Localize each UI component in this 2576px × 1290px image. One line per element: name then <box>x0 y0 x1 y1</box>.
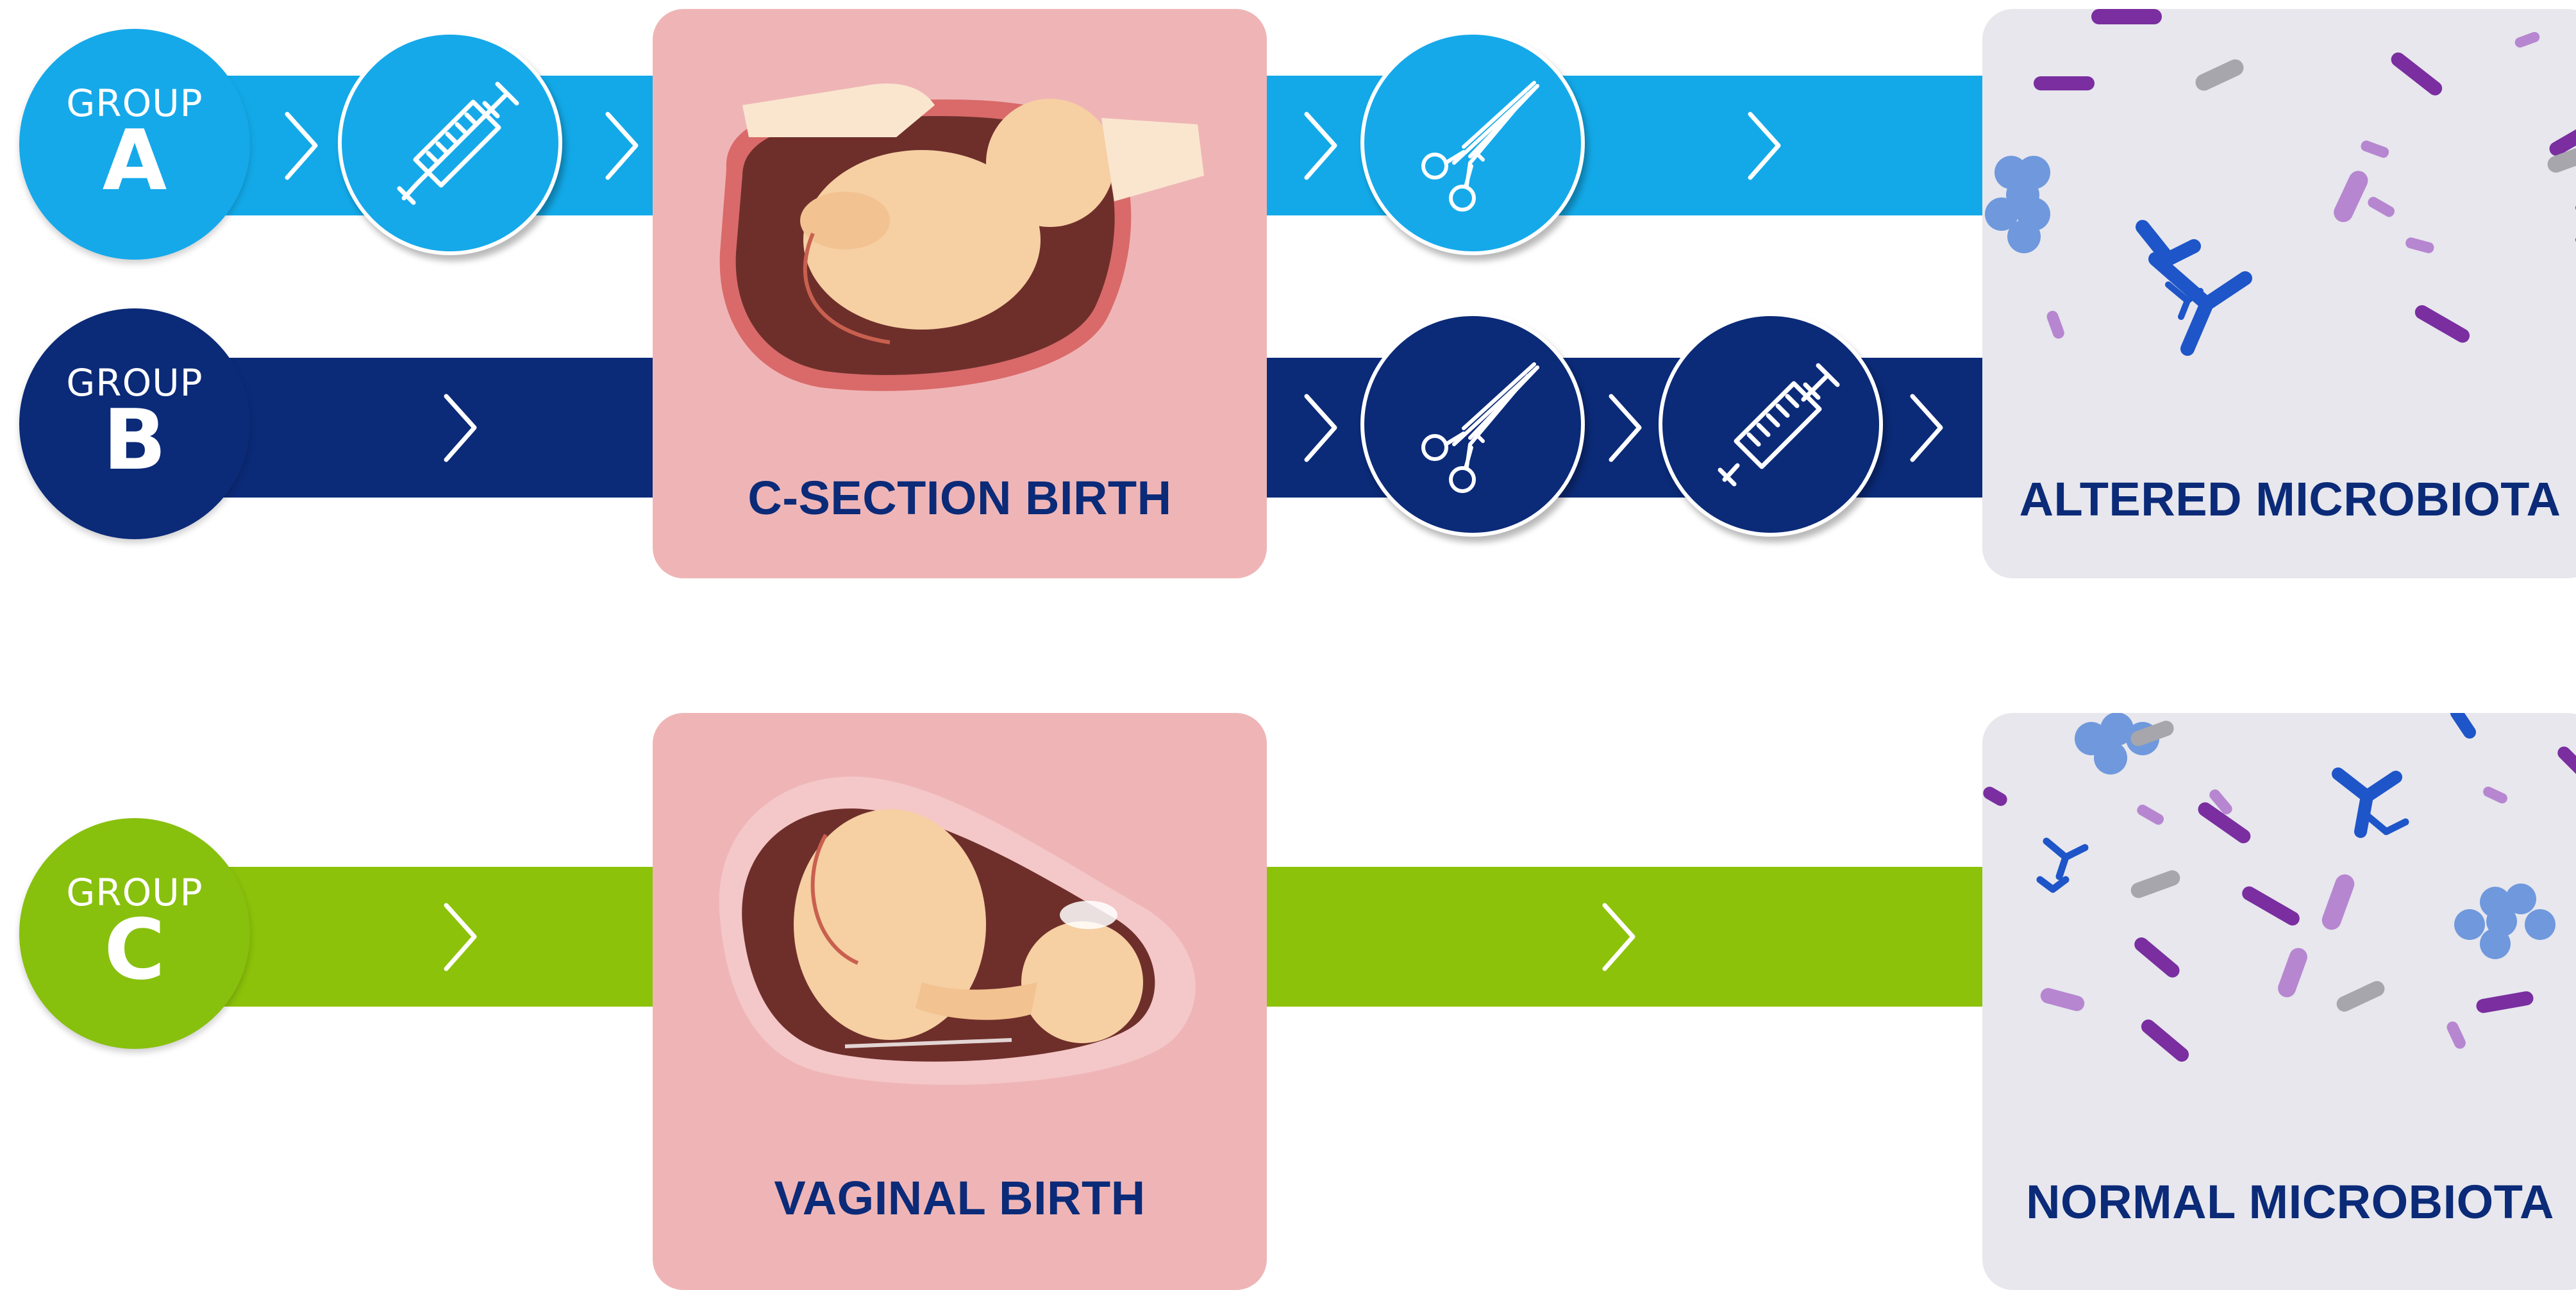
altered-microbiota-label: ALTERED MICROBIOTA <box>1982 472 2576 526</box>
syringe-icon <box>377 70 531 224</box>
group-a-cord-clamp-step <box>1360 31 1585 255</box>
group-b-cord-clamp-step <box>1360 312 1585 537</box>
csection-birth-card: C-SECTION BIRTH <box>653 9 1267 578</box>
bacteria-illustration <box>1982 9 2576 458</box>
bacteria-illustration <box>1982 713 2576 1162</box>
chevron-right-icon <box>441 900 480 974</box>
csection-birth-label: C-SECTION BIRTH <box>653 471 1267 525</box>
group-a-letter: A <box>19 119 250 202</box>
chevron-right-icon <box>1745 109 1784 183</box>
group-a-antibiotic-step <box>338 31 562 255</box>
chevron-right-icon <box>1907 391 1946 465</box>
chevron-right-icon <box>1606 391 1644 465</box>
group-b-antibiotic-step <box>1659 312 1883 537</box>
normal-microbiota-label: NORMAL MICROBIOTA <box>1982 1175 2576 1229</box>
chevron-right-icon <box>603 109 641 183</box>
syringe-icon <box>1698 351 1852 505</box>
chevron-right-icon <box>1600 900 1638 974</box>
chevron-right-icon <box>1301 391 1340 465</box>
group-b-badge: GROUP B <box>19 308 250 539</box>
vaginal-birth-label: VAGINAL BIRTH <box>653 1171 1267 1225</box>
altered-microbiota-card: ALTERED MICROBIOTA <box>1982 9 2576 578</box>
normal-microbiota-card: NORMAL MICROBIOTA <box>1982 713 2576 1290</box>
vaginal-birth-illustration <box>653 713 1267 1162</box>
forceps-icon <box>1400 70 1553 224</box>
group-c-letter: C <box>19 908 250 991</box>
group-a-badge: GROUP A <box>19 29 250 260</box>
chevron-right-icon <box>282 109 321 183</box>
chevron-right-icon <box>441 391 480 465</box>
group-b-letter: B <box>19 398 250 482</box>
vaginal-birth-card: VAGINAL BIRTH <box>653 713 1267 1290</box>
csection-illustration <box>653 9 1267 458</box>
group-c-badge: GROUP C <box>19 818 250 1049</box>
chevron-right-icon <box>1301 109 1340 183</box>
forceps-icon <box>1400 351 1553 505</box>
